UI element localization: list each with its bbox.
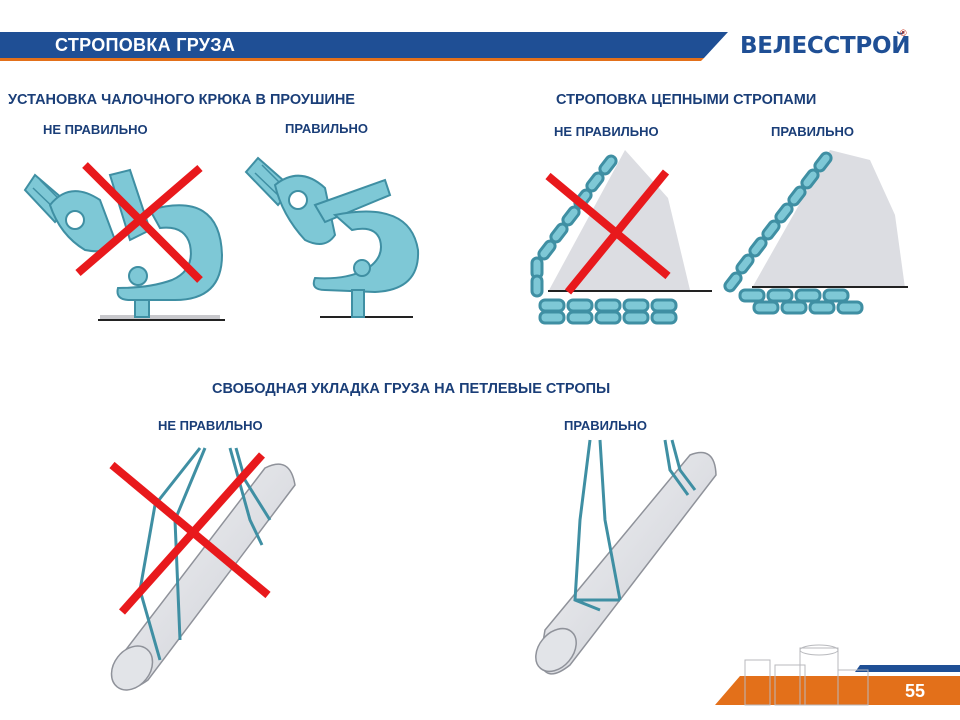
chain-right-label: ПРАВИЛЬНО: [771, 124, 854, 139]
hook-right-label: ПРАВИЛЬНО: [285, 121, 368, 136]
hook-section-heading: УСТАНОВКА ЧАЛОЧНОГО КРЮКА В ПРОУШИНЕ: [8, 92, 355, 108]
page-title: СТРОПОВКА ГРУЗА: [55, 35, 236, 55]
header-bar: [0, 32, 728, 61]
page-number: 55: [905, 681, 926, 701]
logo-text: ВЕЛЕССТРОЙ: [740, 33, 911, 59]
loop-wrong-label: НЕ ПРАВИЛЬНО: [158, 418, 263, 433]
hook-wrong-label: НЕ ПРАВИЛЬНО: [43, 122, 148, 137]
chain-wrong-label: НЕ ПРАВИЛЬНО: [554, 124, 659, 139]
chain-section-heading: СТРОПОВКА ЦЕПНЫМИ СТРОПАМИ: [556, 92, 817, 108]
loop-right-label: ПРАВИЛЬНО: [564, 418, 647, 433]
loop-section-heading: СВОБОДНАЯ УКЛАДКА ГРУЗА НА ПЕТЛЕВЫЕ СТРО…: [212, 381, 611, 397]
company-logo: ВЕЛЕССТРОЙ ®: [740, 28, 911, 62]
logo-registered-mark: ®: [900, 28, 907, 38]
